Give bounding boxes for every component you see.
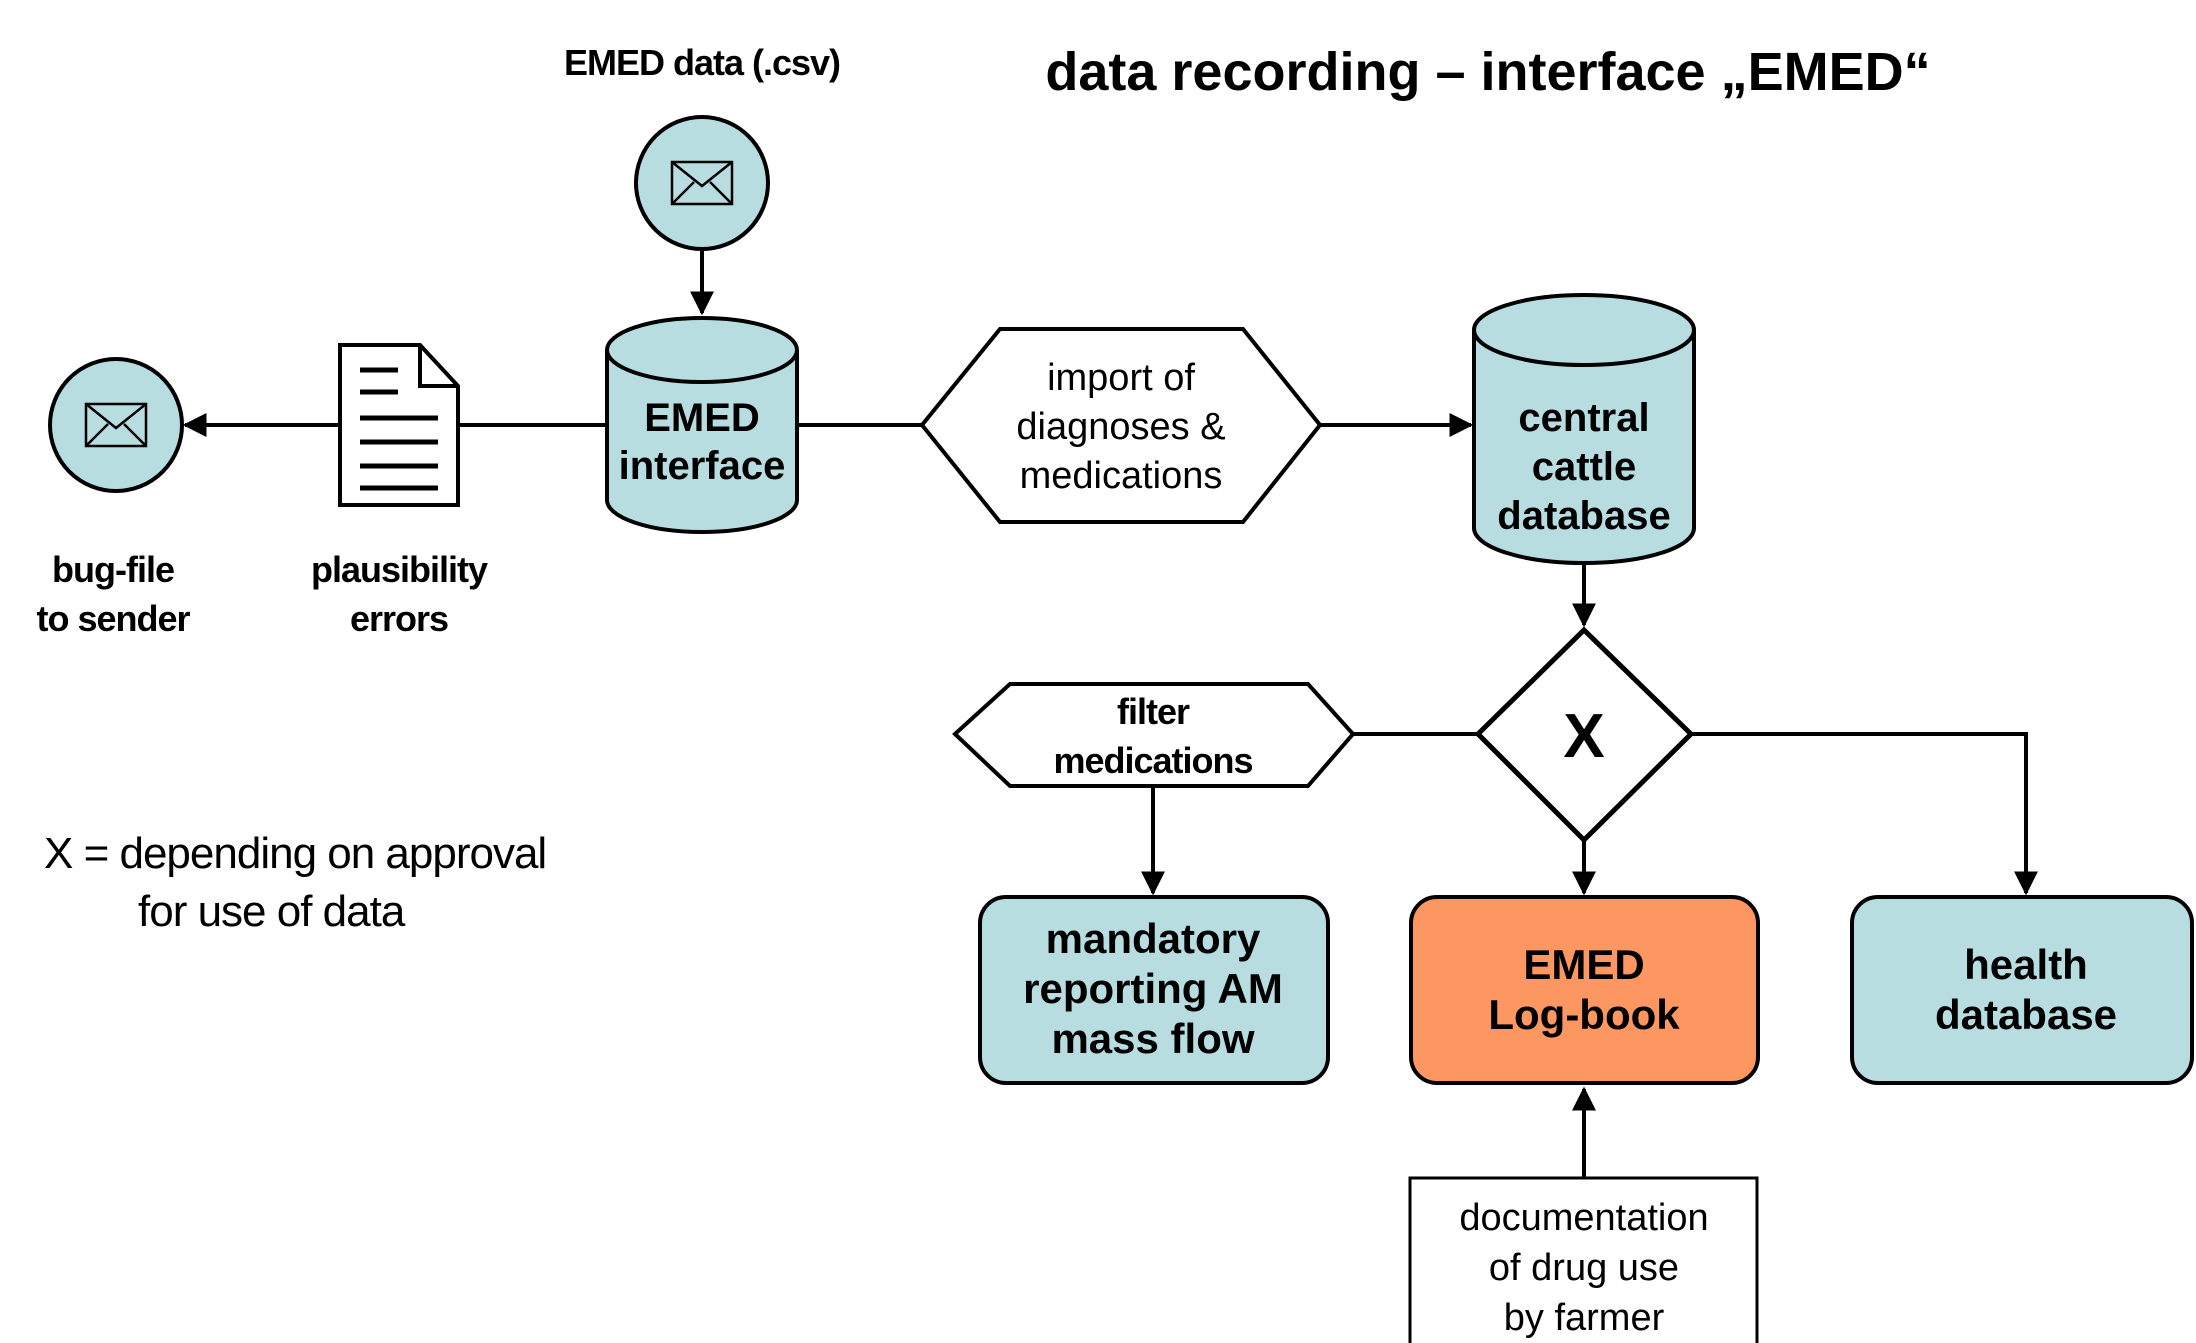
bugfile-label-1: bug-file: [52, 549, 174, 590]
legend-line-1: X = depending on approval: [44, 829, 546, 878]
import-step-node: import of diagnoses & medications: [919, 327, 1323, 524]
bugfile-envelope-icon: [48, 357, 184, 493]
mandatory-reporting-box: mandatory reporting AM mass flow: [978, 895, 1330, 1085]
mandatory-label-1: mandatory: [1046, 915, 1261, 962]
health-label-2: database: [1935, 991, 2117, 1038]
legend-line-2: for use of data: [138, 887, 406, 936]
filter-step-node: filter medications: [952, 682, 1356, 788]
central-db-label-3: database: [1497, 494, 1670, 538]
farmer-doc-label-2: of drug use: [1489, 1247, 1679, 1289]
farmer-documentation-box: documentation of drug use by farmer: [1408, 1176, 1759, 1343]
central-database-node: central cattle database: [1472, 293, 1696, 565]
plausibility-label-2: errors: [350, 598, 448, 639]
emed-interface-label-2: interface: [619, 444, 786, 488]
plausibility-document-icon: [338, 343, 460, 507]
source-envelope-icon: [634, 115, 770, 251]
logbook-label-2: Log-book: [1488, 991, 1680, 1038]
mandatory-label-3: mass flow: [1051, 1015, 1254, 1062]
logbook-label-1: EMED: [1523, 941, 1644, 988]
farmer-doc-label-3: by farmer: [1504, 1297, 1665, 1339]
health-database-box: health database: [1850, 895, 2194, 1085]
emed-interface-node: EMED interface: [605, 316, 799, 534]
mandatory-label-2: reporting AM: [1023, 965, 1283, 1012]
decision-symbol: X: [1563, 702, 1604, 771]
filter-label-2: medications: [1053, 740, 1252, 781]
decision-diamond: X: [1474, 626, 1695, 844]
diagram-title: data recording – interface „EMED“: [1045, 42, 1930, 102]
emed-logbook-box: EMED Log-book: [1409, 895, 1760, 1085]
central-db-label-2: cattle: [1532, 445, 1637, 489]
health-label-1: health: [1964, 941, 2088, 988]
source-caption: EMED data (.csv): [564, 42, 840, 83]
filter-label-1: filter: [1117, 691, 1190, 732]
import-label-3: medications: [1020, 455, 1223, 497]
arrow-decision-to-health: [1691, 732, 2038, 896]
farmer-doc-label-1: documentation: [1459, 1197, 1708, 1239]
emed-interface-label-1: EMED: [644, 396, 760, 440]
bugfile-label-2: to sender: [36, 598, 190, 639]
import-label-2: diagnoses &: [1016, 406, 1225, 448]
plausibility-label-1: plausibility: [311, 549, 488, 590]
central-db-label-1: central: [1518, 396, 1649, 440]
import-label-1: import of: [1047, 357, 1195, 399]
